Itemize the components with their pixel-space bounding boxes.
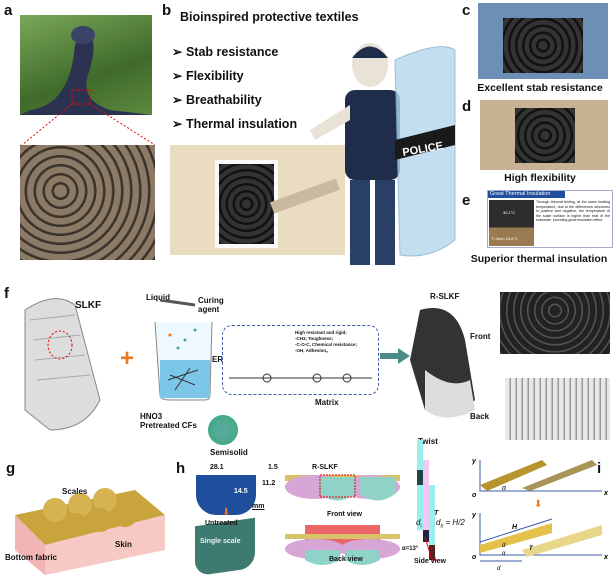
- property-list: High resistant and rigid;-CH3, Toughness…: [295, 330, 358, 353]
- front-label: Front: [470, 332, 491, 341]
- panel-label-d: d: [462, 98, 472, 115]
- feature-item: ➢ Flexibility: [172, 69, 244, 83]
- unit-label: mm: [252, 503, 265, 510]
- panel-label-b: b: [162, 2, 172, 19]
- side-view-label: Side view: [414, 558, 446, 565]
- panel-label-e: e: [462, 192, 471, 209]
- svg-text:x: x: [603, 490, 609, 497]
- panel-label-f: f: [4, 285, 9, 302]
- feature-item: ➢ Stab resistance: [172, 45, 279, 59]
- svg-text:H: H: [512, 524, 518, 531]
- svg-text:α: α: [502, 485, 507, 492]
- rslkf-h-label: R-SLKF: [312, 464, 338, 471]
- svg-text:d: d: [502, 543, 506, 549]
- liquid-label: Liquid: [146, 293, 170, 302]
- matrix-label: Matrix: [315, 398, 339, 407]
- inset-title: Great Thermal Insulation: [488, 191, 565, 198]
- single-scale-label: Single scale: [200, 538, 241, 545]
- bottom-fabric-label: Bottom fabric: [5, 553, 57, 562]
- beaker: [154, 300, 213, 401]
- front-view-label: Front view: [327, 511, 363, 518]
- inset-text: Through thermal testing, at the same hea…: [536, 200, 610, 223]
- slkf-model: [24, 298, 101, 431]
- curing-agent-label: Curing agent: [198, 296, 224, 314]
- caption-d: High flexibility: [504, 172, 576, 184]
- cobra-photo: [20, 15, 152, 115]
- scale-closeup-photo: [20, 145, 155, 260]
- untreated-label: Untreated: [205, 520, 238, 527]
- svg-text:x: x: [603, 554, 609, 561]
- rslkf-label: R-SLKF: [430, 292, 460, 301]
- caption-e: Superior thermal insulation: [470, 253, 608, 265]
- side-view-model: [417, 440, 437, 561]
- down-arrow-icon: ⬇: [222, 507, 231, 518]
- scale-model: [196, 475, 256, 515]
- twist-label: Twist: [418, 437, 438, 446]
- back-view-label: Back view: [329, 556, 363, 563]
- thermal-photo: 30.1°C T=3min 33.6°C: [489, 200, 534, 246]
- panel-label-c: c: [462, 2, 471, 19]
- svg-text:T: T: [529, 546, 534, 552]
- svg-text:α: α: [502, 551, 506, 557]
- matrix-box: High resistant and rigid;-CH3, Toughness…: [222, 325, 379, 395]
- stab-resistance-photo: [478, 3, 608, 79]
- dim-label: 1.5: [268, 464, 278, 471]
- plus-icon: +: [120, 345, 135, 372]
- t-label: T: [434, 510, 439, 517]
- angle-label: α=13°: [402, 546, 419, 552]
- svg-text:o: o: [472, 554, 477, 561]
- feature-item: ➢ Thermal insulation: [172, 117, 298, 131]
- feature-list: ➢ Stab resistance ➢ Flexibility ➢ Breath…: [172, 40, 297, 136]
- flexibility-photo: [480, 100, 608, 170]
- b-title: Bioinspired protective textiles: [180, 10, 359, 24]
- caption-c: Excellent stab resistance: [477, 82, 603, 94]
- back-label: Back: [470, 412, 490, 421]
- front-photo: [500, 292, 610, 354]
- back-photo: [505, 378, 610, 440]
- arrow-icon: [380, 348, 410, 364]
- panel-label-i: i: [597, 460, 602, 477]
- dim-label: 11.2: [262, 480, 276, 487]
- panel-label-a: a: [4, 2, 13, 19]
- svg-text:y: y: [472, 512, 477, 519]
- front-back-views: [285, 474, 400, 565]
- panel-label-g: g: [6, 460, 16, 477]
- feature-item: ➢ Breathability: [172, 93, 262, 107]
- db-eq-label: db = H/2: [436, 518, 465, 530]
- dim-label: 28.1: [210, 464, 224, 471]
- scales-label: Scales: [62, 487, 88, 496]
- slkf-label: SLKF: [75, 300, 102, 311]
- rslkf-twist-model: [410, 308, 475, 418]
- svg-text:y: y: [472, 458, 477, 465]
- geometry-diagram: x y o α ⬇ H d α T d x y o: [472, 458, 609, 572]
- thermal-inset: Great Thermal Insulation 30.1°C T=3min 3…: [487, 190, 613, 248]
- svg-text:⬇: ⬇: [534, 499, 542, 510]
- skin-label: Skin: [115, 540, 132, 549]
- police-illustration: POLICE: [310, 43, 456, 265]
- stab-test-photo: [170, 145, 345, 255]
- svg-text:o: o: [472, 492, 477, 499]
- semisolid-ball: [208, 415, 238, 445]
- dim-label: 14.5: [234, 488, 248, 495]
- panel-label-h: h: [176, 460, 186, 477]
- er-label: ER: [212, 355, 224, 364]
- semisolid-label: Semisolid: [210, 448, 248, 457]
- svg-text:d: d: [497, 566, 501, 572]
- layered-structure: [15, 488, 165, 575]
- di-label: di: [416, 518, 422, 530]
